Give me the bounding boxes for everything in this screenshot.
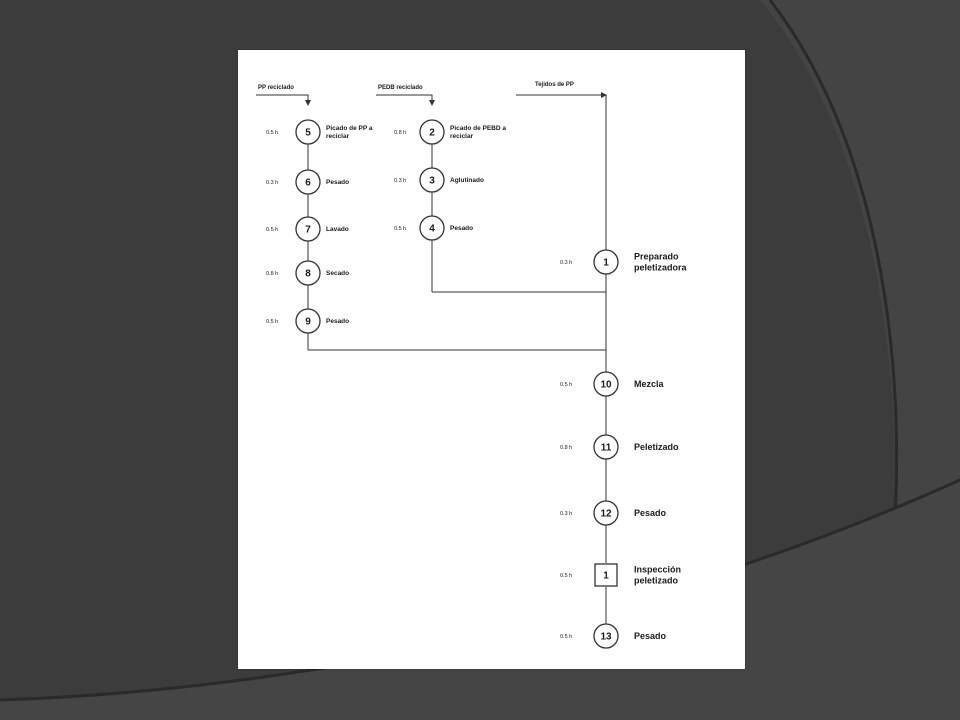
input-label-pp: PP reciclado [258, 85, 294, 91]
diagram-sheet: PP reciclado PEDB reciclado Tejidos de P… [238, 50, 745, 669]
node-number: 6 [305, 178, 311, 189]
operation-symbol [295, 169, 321, 195]
node-label: Pesado [450, 225, 473, 232]
operation-symbol [593, 623, 619, 649]
node-time: 0.5 h [560, 634, 572, 640]
operation-symbol [419, 119, 445, 145]
left-node-operation-8: 8 0.8 h Secado [266, 260, 349, 286]
left-node-operation-7: 7 0.5 h Lavado [266, 216, 349, 242]
operation-symbol [419, 215, 445, 241]
node-label: Lavado [326, 226, 349, 233]
node-number: 1 [603, 571, 609, 582]
node-label: reciclar [450, 133, 474, 140]
main-node-operation-12: 12 0.3 h Pesado [560, 500, 667, 526]
node-time: 0.8 h [560, 445, 572, 451]
process-flow-diagram: PP reciclado PEDB reciclado Tejidos de P… [256, 82, 688, 649]
node-number: 7 [305, 225, 311, 236]
node-time: 0.3 h [560, 260, 572, 266]
node-label: Mezcla [634, 379, 665, 389]
middle-node-operation-4: 4 0.5 h Pesado [394, 215, 473, 241]
operation-symbol [593, 500, 619, 526]
node-label: reciclar [326, 133, 350, 140]
left-node-operation-9: 9 0.5 h Pesado [266, 308, 349, 334]
node-number: 12 [600, 509, 612, 520]
node-label: Peletizado [634, 442, 679, 452]
node-time: 0.3 h [560, 511, 572, 517]
node-label: Aglutinado [450, 177, 484, 184]
node-label: Preparado [634, 252, 679, 262]
node-number: 1 [603, 258, 609, 269]
node-time: 0.8 h [266, 271, 278, 277]
operation-symbol [295, 216, 321, 242]
node-label: Pesado [326, 318, 349, 325]
main-node-operation-10: 10 0.5 h Mezcla [560, 371, 665, 397]
operation-symbol [593, 249, 619, 275]
left-node-operation-6: 6 0.3 h Pesado [266, 169, 349, 195]
node-time: 0.3 h [394, 178, 406, 184]
node-label: peletizadora [634, 263, 688, 273]
node-time: 0.5 h [560, 573, 572, 579]
input-label-tejidos: Tejidos de PP [535, 82, 574, 88]
main-node-operation-13: 13 0.5 h Pesado [560, 623, 667, 649]
node-number: 4 [429, 224, 435, 235]
operation-symbol [593, 434, 619, 460]
node-label: Inspección [634, 565, 681, 575]
node-time: 0.5 h [394, 226, 406, 232]
operation-symbol [419, 167, 445, 193]
node-number: 11 [601, 443, 612, 454]
node-number: 3 [429, 176, 435, 187]
input-label-pebd: PEDB reciclado [378, 85, 423, 91]
main-node-operation-11: 11 0.8 h Peletizado [560, 434, 679, 460]
node-number: 13 [600, 632, 612, 643]
inspection-symbol [594, 563, 618, 587]
node-number: 2 [429, 128, 435, 139]
node-time: 0.5 h [266, 130, 278, 136]
node-label: Picado de PP a [326, 125, 373, 132]
node-time: 0.5 h [560, 382, 572, 388]
connector-lines [307, 95, 607, 624]
input-arrow-pebd [376, 94, 435, 106]
node-time: 0.8 h [394, 130, 406, 136]
operation-symbol [295, 308, 321, 334]
node-label: Picado de PEBD a [450, 125, 506, 132]
operation-symbol [593, 371, 619, 397]
node-number: 5 [305, 128, 311, 139]
node-number: 8 [305, 269, 311, 280]
node-number: 9 [305, 317, 311, 328]
node-time: 0.5 h [266, 319, 278, 325]
node-label: Secado [326, 270, 349, 277]
node-label: Pesado [634, 508, 667, 518]
operation-symbol [295, 260, 321, 286]
node-label: peletizado [634, 576, 679, 586]
node-label: Pesado [326, 179, 349, 186]
node-time: 0.3 h [266, 180, 278, 186]
node-label: Pesado [634, 631, 667, 641]
middle-node-operation-3: 3 0.3 h Aglutinado [394, 167, 484, 193]
node-time: 0.5 h [266, 227, 278, 233]
operation-symbol [295, 119, 321, 145]
input-arrow-pp [256, 94, 311, 106]
node-number: 10 [600, 380, 612, 391]
